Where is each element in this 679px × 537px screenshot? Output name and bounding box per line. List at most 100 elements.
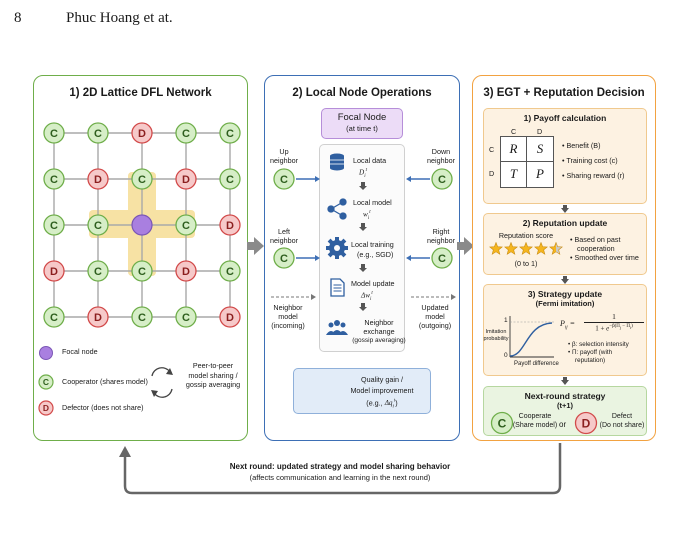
- svg-text:D: D: [226, 312, 234, 324]
- legend-focal-label: Focal node: [62, 347, 98, 356]
- cooperator-node: C: [175, 122, 197, 144]
- payoff-row-c: C: [489, 145, 495, 154]
- cooperator-node: C: [131, 168, 153, 190]
- legend-defect-icon: D: [38, 400, 54, 416]
- local-ops-panel: 2) Local Node Operations Focal Node (at …: [264, 75, 460, 441]
- fermi-curve-chart: [509, 316, 554, 358]
- svg-text:C: C: [50, 128, 58, 140]
- payoff-row-d: D: [489, 169, 495, 178]
- down-neighbor-node: C: [431, 168, 453, 190]
- chart-xlabel: Payoff difference: [514, 361, 559, 367]
- document-icon: [330, 278, 345, 297]
- local-model-symbol: wit: [363, 209, 371, 221]
- payoff-cell-p: P: [536, 166, 544, 181]
- down-arrow-2: [561, 276, 569, 284]
- defector-node: D: [87, 168, 109, 190]
- svg-text:D: D: [138, 128, 146, 140]
- reputation-box: 2) Reputation update Reputation score (0…: [483, 213, 647, 275]
- right-neighbor-node: C: [431, 247, 453, 269]
- strategy-bullets: • β: selection intensity • Π: payoff (wi…: [568, 341, 629, 364]
- svg-text:C: C: [226, 266, 234, 278]
- quality-gain-box: [293, 368, 431, 414]
- cooperator-node: C: [43, 122, 65, 144]
- strategy-update-box: 3) Strategy update (Fermi imitation) 1 0…: [483, 284, 647, 376]
- formula-denominator: 1 + e−β(Πj − Πi): [595, 324, 633, 333]
- chart-ylabel: Imitation probability: [483, 329, 509, 342]
- running-title: Phuc Hoang et at.: [66, 10, 173, 26]
- next-round-title: Next-round strategy: [524, 391, 606, 401]
- footer-line1: Next round: updated strategy and model s…: [229, 462, 451, 471]
- cooperator-node: C: [87, 122, 109, 144]
- step-local-model: Local model wit: [353, 198, 392, 223]
- local-ops-title: 2) Local Node Operations: [292, 87, 432, 99]
- svg-text:C: C: [182, 312, 190, 324]
- legend-focal-icon: [39, 346, 53, 360]
- step-model-update: Model update Δwit: [351, 279, 395, 304]
- footer-caption: Next round: updated strategy and model s…: [160, 462, 520, 482]
- svg-text:C: C: [50, 220, 58, 232]
- step-local-training: Local training (e.g., SGD): [351, 240, 394, 259]
- fermi-formula: Pij = 1 1 + e−β(Πj − Πi): [560, 312, 646, 336]
- cooperator-node: C: [131, 260, 153, 282]
- svg-text:C: C: [182, 128, 190, 140]
- cooperator-node: C: [175, 306, 197, 328]
- svg-text:C: C: [50, 174, 58, 186]
- cooperator-node: C: [219, 260, 241, 282]
- payoff-title: 1) Payoff calculation: [523, 113, 607, 123]
- svg-text:D: D: [50, 266, 58, 278]
- reputation-stars: [489, 242, 563, 255]
- defector-node: D: [43, 260, 65, 282]
- database-icon: [330, 153, 344, 171]
- svg-text:D: D: [182, 266, 190, 278]
- star-icon: [519, 242, 533, 255]
- defector-node: D: [175, 260, 197, 282]
- down-arrow-3: [561, 377, 569, 385]
- quality-gain-label: Quality gain / Model improvement (e.g., …: [335, 374, 429, 413]
- svg-text:D: D: [182, 174, 190, 186]
- formula-numerator: 1: [612, 312, 616, 321]
- next-round-box: Next-round strategy (t+1) C Cooperate (S…: [483, 386, 647, 436]
- defect-node: D: [574, 411, 598, 435]
- svg-text:C: C: [138, 312, 146, 324]
- payoff-col-d: D: [537, 127, 543, 136]
- reputation-bullets: • Based on past cooperation • Smoothed o…: [570, 235, 639, 262]
- svg-text:D: D: [226, 220, 234, 232]
- svg-text:C: C: [50, 312, 58, 324]
- step-local-data: Local data Dit: [353, 156, 386, 181]
- chart-y-top: 1: [504, 317, 508, 324]
- cooperator-node: C: [131, 306, 153, 328]
- legend-coop-icon: C: [38, 374, 54, 390]
- svg-text:C: C: [94, 128, 102, 140]
- payoff-cell-r: R: [509, 141, 518, 156]
- cooperator-node: C: [43, 168, 65, 190]
- svg-text:C: C: [94, 220, 102, 232]
- svg-text:C: C: [138, 266, 146, 278]
- svg-text:D: D: [582, 417, 591, 431]
- svg-text:C: C: [280, 174, 288, 186]
- star-icon: [504, 242, 518, 255]
- svg-text:C: C: [226, 174, 234, 186]
- model-update-symbol: Δwit: [361, 290, 373, 302]
- network-model-icon: [327, 198, 347, 220]
- step-neighbor-exchange: Neighbor exchange (gossip averaging): [352, 318, 406, 344]
- cooperator-node: C: [219, 168, 241, 190]
- svg-text:C: C: [438, 253, 446, 265]
- egt-panel: 3) EGT + Reputation Decision 1) Payoff c…: [472, 75, 656, 441]
- svg-text:D: D: [94, 174, 102, 186]
- defector-node: D: [131, 122, 153, 144]
- focal-node-box: Focal Node (at time t): [321, 108, 403, 139]
- down-arrow-1: [561, 205, 569, 213]
- strategy-title: 3) Strategy update: [527, 289, 603, 299]
- reputation-score-label: Reputation score: [498, 231, 554, 240]
- star-icon: [489, 242, 503, 255]
- gear-icon: [326, 237, 348, 259]
- payoff-matrix: R S T P: [500, 136, 554, 188]
- local-data-symbol: Dit: [359, 167, 367, 179]
- legend-defect-label: Defector (does not share): [62, 403, 144, 412]
- payoff-box: 1) Payoff calculation C D C D R S T P • …: [483, 108, 647, 204]
- focal-node: [131, 214, 153, 236]
